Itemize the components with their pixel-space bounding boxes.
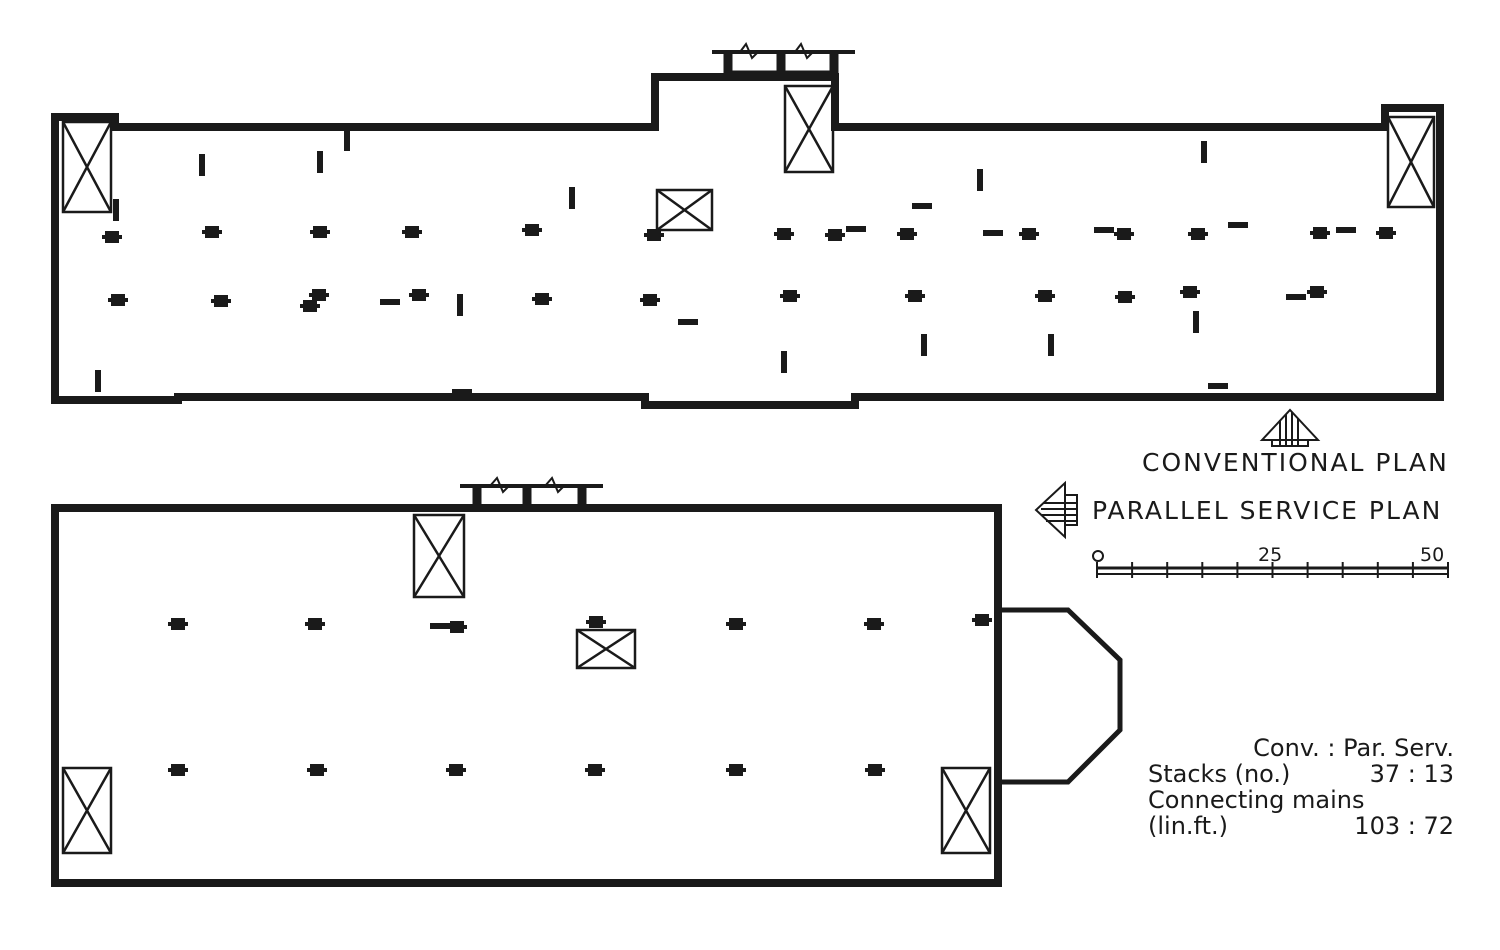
conventional-plan <box>51 42 1444 409</box>
stack-symbol <box>726 764 746 776</box>
stack-symbol <box>1180 286 1200 298</box>
stack-symbol <box>983 230 1003 236</box>
parallel-entrance <box>460 476 603 509</box>
stack-symbol <box>897 228 917 240</box>
stack-symbol <box>211 295 231 307</box>
stack-symbol <box>1307 286 1327 298</box>
stack-symbol <box>569 187 575 209</box>
stack-symbol <box>457 294 463 316</box>
parallel-stairs <box>61 513 992 855</box>
stack-symbol <box>1336 227 1356 233</box>
stack-symbol <box>168 764 188 776</box>
parallel-arrow-icon <box>1034 480 1078 540</box>
stack-symbol <box>532 293 552 305</box>
parallel-stacks <box>168 614 992 776</box>
stacks-label: Stacks (no.) <box>1148 760 1291 788</box>
conventional-stairs <box>61 84 1436 232</box>
mains-unit: (lin.ft.) <box>1148 812 1228 840</box>
stack-symbol <box>452 389 472 395</box>
stack-symbol <box>102 231 122 243</box>
stack-symbol <box>446 764 466 776</box>
stack-symbol <box>305 618 325 630</box>
conventional-plan-label: CONVENTIONAL PLAN <box>1142 448 1449 477</box>
stack-symbol <box>644 229 664 241</box>
stack-symbol <box>865 764 885 776</box>
stack-symbol <box>402 226 422 238</box>
stack-symbol <box>300 300 320 312</box>
stack-symbol <box>825 229 845 241</box>
stack-symbol <box>1208 383 1228 389</box>
stack-symbol <box>640 294 660 306</box>
stack-symbol <box>1376 227 1396 239</box>
stack-symbol <box>905 290 925 302</box>
stack-symbol <box>864 618 884 630</box>
stack-symbol <box>1201 141 1207 163</box>
stack-symbol <box>586 616 606 628</box>
stack-symbol <box>522 224 542 236</box>
stack-symbol <box>1048 334 1054 356</box>
stack-symbol <box>447 621 467 633</box>
stack-symbol <box>846 226 866 232</box>
stack-symbol <box>1228 222 1248 228</box>
stack-symbol <box>726 618 746 630</box>
stack-symbol <box>168 618 188 630</box>
scale-tick-25: 25 <box>1258 544 1283 566</box>
stack-symbol <box>307 764 327 776</box>
stack-symbol <box>585 764 605 776</box>
stack-symbol <box>774 228 794 240</box>
stack-symbol <box>108 294 128 306</box>
stack-symbol <box>972 614 992 626</box>
stack-symbol <box>921 334 927 356</box>
conventional-arrow-icon <box>1259 408 1321 447</box>
stack-symbol <box>309 289 329 301</box>
stack-symbol <box>678 319 698 325</box>
stack-symbol <box>977 169 983 191</box>
stack-symbol <box>199 154 205 176</box>
parallel-plan-label: PARALLEL SERVICE PLAN <box>1092 496 1443 525</box>
conventional-plan-wall <box>51 73 1444 409</box>
stack-symbol <box>1310 227 1330 239</box>
scale-tick-50: 50 <box>1420 544 1445 566</box>
stack-symbol <box>1094 227 1114 233</box>
scale-bar <box>1092 550 1449 578</box>
stack-symbol <box>1019 228 1039 240</box>
stack-symbol <box>380 299 400 305</box>
stack-symbol <box>1286 294 1306 300</box>
stack-symbol <box>1193 311 1199 333</box>
stack-symbol <box>202 226 222 238</box>
stack-symbol <box>780 290 800 302</box>
stack-symbol <box>317 151 323 173</box>
stack-symbol <box>1114 228 1134 240</box>
stacks-values: 37 : 13 <box>1369 760 1454 788</box>
conventional-entrance <box>712 42 855 79</box>
stack-symbol <box>95 370 101 392</box>
parallel-service-plan <box>51 476 1123 887</box>
parallel-plan-bay <box>998 607 1123 785</box>
stack-symbol <box>1188 228 1208 240</box>
stack-symbol <box>409 289 429 301</box>
stack-symbol <box>113 199 119 221</box>
stack-symbol <box>310 226 330 238</box>
stack-symbol <box>430 623 450 629</box>
mains-values: 103 : 72 <box>1354 812 1454 840</box>
comparison-header: Conv. : Par. Serv. <box>1253 734 1454 762</box>
stack-symbol <box>912 203 932 209</box>
conventional-stacks <box>95 129 1396 395</box>
stack-symbol <box>1035 290 1055 302</box>
mains-label: Connecting mains <box>1148 786 1365 814</box>
parallel-plan-wall <box>51 504 1002 887</box>
stack-symbol <box>781 351 787 373</box>
stack-symbol <box>344 129 350 151</box>
stack-symbol <box>1115 291 1135 303</box>
